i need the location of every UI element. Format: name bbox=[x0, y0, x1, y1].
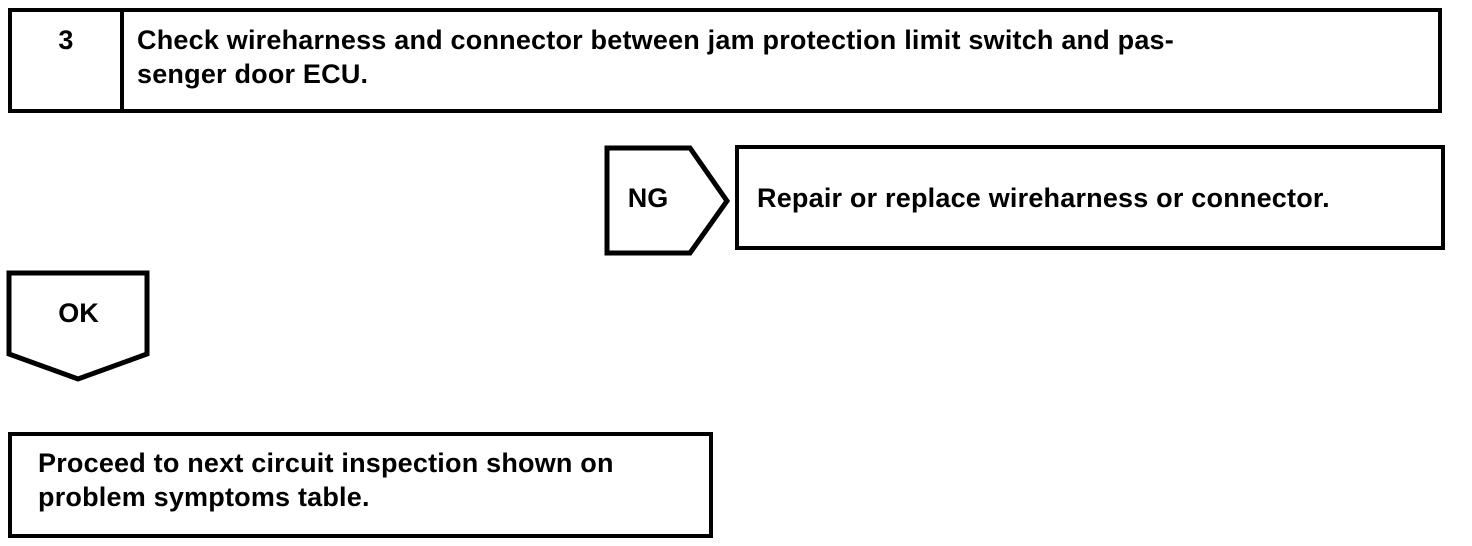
next-step-line1: Proceed to next circuit inspection shown… bbox=[38, 448, 614, 478]
ng-action-text: Repair or replace wireharness or connect… bbox=[757, 182, 1330, 213]
ng-label: NG bbox=[627, 183, 669, 213]
ok-label: OK bbox=[58, 298, 99, 328]
ok-connector: OK bbox=[5, 269, 152, 383]
step-instruction-line2: senger door ECU. bbox=[137, 59, 369, 89]
next-step-box: Proceed to next circuit inspection shown… bbox=[8, 432, 713, 538]
step-instruction-cell: Check wireharness and connector between … bbox=[124, 12, 1438, 109]
ng-action-box: Repair or replace wireharness or connect… bbox=[735, 145, 1445, 250]
step-box: 3 Check wireharness and connector betwee… bbox=[8, 8, 1442, 113]
next-step-line2: problem symptoms table. bbox=[38, 482, 370, 512]
step-number: 3 bbox=[58, 25, 74, 55]
step-number-cell: 3 bbox=[12, 12, 124, 109]
ok-pentagon-icon bbox=[6, 270, 150, 382]
ng-connector: NG bbox=[603, 144, 731, 257]
step-instruction-line1: Check wireharness and connector between … bbox=[137, 25, 1174, 55]
ng-pentagon-icon bbox=[604, 145, 731, 256]
